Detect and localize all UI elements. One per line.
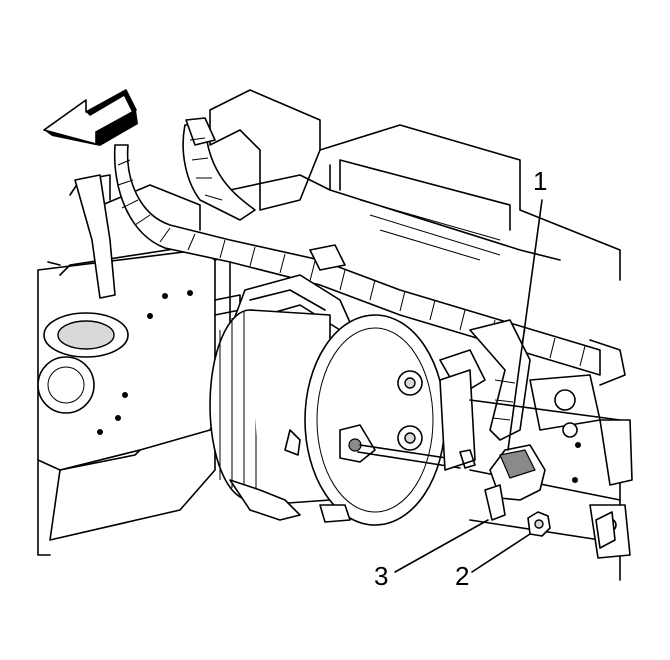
ground-stud: [459, 449, 476, 469]
callout-leader-1: [507, 199, 543, 451]
wiring-harness: [113, 117, 601, 441]
frame-rail-left: [37, 174, 241, 556]
ground-strap: [484, 444, 546, 521]
callout-leader-2: [471, 533, 531, 573]
engine-block-right: [439, 339, 633, 581]
callout-label-3: 3: [374, 561, 388, 591]
callout-label-2: 2: [455, 561, 469, 591]
generator-assembly: [209, 274, 461, 526]
callout-leader-3: [394, 519, 489, 573]
direction-arrow-icon: [43, 89, 138, 146]
callout-label-1: 1: [533, 166, 547, 196]
ground-nut: [527, 511, 551, 537]
